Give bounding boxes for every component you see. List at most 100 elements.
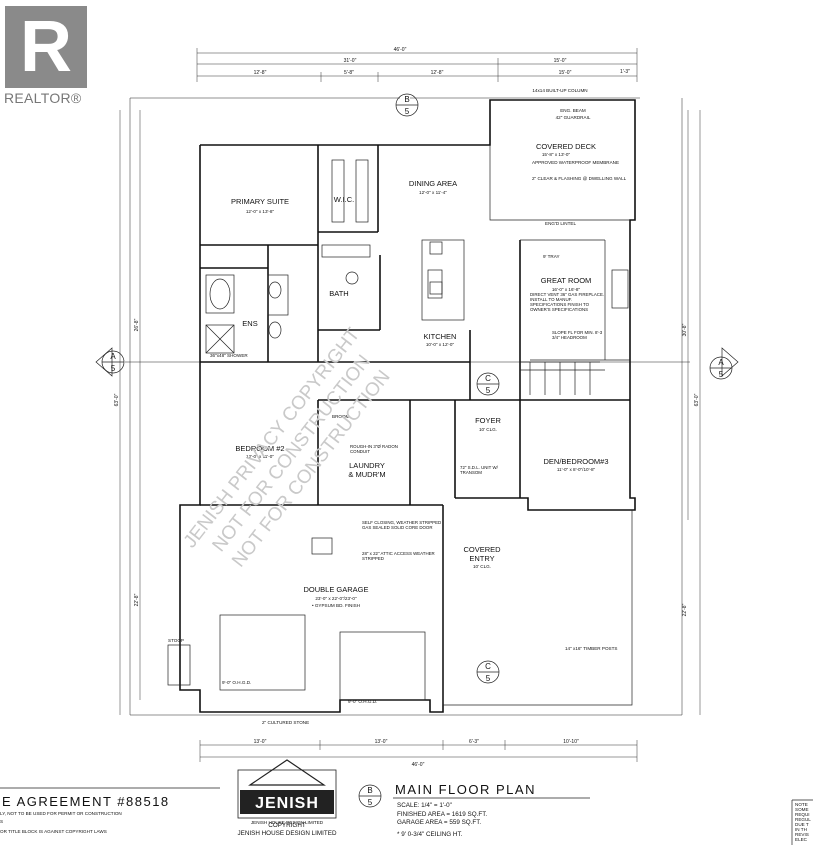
- realtor-logo-box: [5, 6, 87, 88]
- dim-overall-top: 46'-0": [394, 47, 407, 53]
- dim-right-lower: 22'-8": [682, 603, 688, 616]
- dim-bottom-d: 10'-10": [563, 739, 579, 745]
- section-marker-left: A 5: [95, 347, 125, 377]
- dim-seg4: 15'-0": [559, 70, 572, 76]
- covered-deck-label: COVERED DECK: [536, 142, 596, 151]
- stoop-icon: [167, 644, 191, 686]
- title-block: E AGREEMENT #88518 LY, NOT TO BE USED FO…: [0, 759, 813, 845]
- marker-lower-num: 5: [486, 674, 491, 683]
- laundry-sub-label: & MUDR'M: [348, 470, 385, 479]
- covered-entry-label: COVERED: [463, 545, 501, 554]
- tub-icon: [205, 274, 235, 314]
- fixtures: [167, 159, 629, 701]
- interior-walls: [200, 145, 630, 506]
- right-note-8: ELEC: [795, 837, 808, 842]
- copyright-label: COPYRIGHT: [268, 822, 306, 829]
- exterior-walls: [179, 99, 636, 713]
- section-marker-top: B 5: [395, 93, 419, 117]
- marker-title-letter: B: [367, 786, 372, 795]
- ceiling-height: * 9' 0-3/4" CEILING HT.: [397, 831, 463, 838]
- foyer-size: 10' CLG.: [479, 427, 497, 432]
- logo-company: JENISH HOUSE DESIGN LIMITED: [251, 820, 324, 825]
- plan-title: MAIN FLOOR PLAN: [395, 782, 536, 797]
- den-size: 11'-0" x 8'-0"/10'-8": [557, 467, 596, 472]
- dim-bottom-b: 13'-0": [375, 739, 388, 745]
- covered-entry-label-2: ENTRY: [469, 554, 494, 563]
- right-note-3: REQUI: [795, 812, 810, 817]
- garage-door-left-icon: [219, 614, 306, 691]
- den-label: DEN/BEDROOM#3: [543, 457, 608, 466]
- realtor-r-icon: R: [20, 7, 72, 87]
- dim-top-a: 31'-0": [344, 58, 357, 64]
- note-attic: 28" x 22" ATTIC ACCESS WEATHER STRIPPED: [362, 551, 435, 561]
- title-left-line-1: LY, NOT TO BE USED FOR PERMIT OR CONSTRU…: [0, 811, 122, 816]
- double-garage-finish: • GYPSUM BD. FINISH: [312, 603, 360, 608]
- jenish-logo: JENISH JENISH HOUSE DESIGN LIMITED: [237, 759, 337, 825]
- marker-title-num: 5: [368, 798, 373, 807]
- finished-area: FINISHED AREA = 1619 SQ.FT.: [397, 811, 487, 818]
- note-timber: 14" x16" TIMBER POSTS: [565, 646, 617, 651]
- double-garage-size: 23'-0" x 22'-0"/23'-0": [315, 596, 357, 601]
- plan-scale: SCALE: 1/4" = 1'-0": [397, 802, 452, 809]
- kitchen-island-icon: [421, 239, 465, 321]
- marker-left-letter: A: [110, 352, 116, 361]
- realtor-logo: R REALTOR®: [0, 0, 100, 112]
- garage-area: GARAGE AREA = 559 SQ.FT.: [397, 819, 481, 826]
- note-column: 14x14 BUILT-UP COLUMN: [532, 88, 587, 93]
- bathtub-icon: [321, 244, 371, 258]
- laundry-label: LAUNDRY: [349, 461, 385, 470]
- marker-top-letter: B: [404, 95, 409, 104]
- bath-sink-icon: [345, 271, 359, 285]
- top-dimensions: 46'-0" 31'-0" 15'-0" 1'-3" 12'-8" 5'-8" …: [196, 47, 638, 82]
- primary-suite-size: 12'-0" x 13'-8": [246, 209, 275, 214]
- dim-left-lower: 22'-8": [134, 593, 140, 606]
- kitchen-size: 10'-0" x 12'-0": [426, 342, 455, 347]
- note-membrane: APPROVED WATERPROOF MEMBRANE: [532, 160, 619, 165]
- fireplace-icon: [611, 269, 629, 309]
- bedroom2-size: 12'-0" x 11'-0": [246, 454, 274, 459]
- grid-lines: [125, 97, 690, 716]
- kitchen-label: KITCHEN: [424, 332, 457, 341]
- dim-bottom-c: 6'-3": [469, 739, 479, 745]
- note-sdl: 72" S.D.L. UNIT W/ TRANSOM: [460, 465, 498, 475]
- dim-top-c: 1'-3": [620, 69, 630, 75]
- section-marker-lower: C 5: [476, 660, 500, 684]
- covered-deck-size: 15'-8" x 13'-0": [542, 152, 571, 157]
- note-tray: 9' TRAY: [543, 254, 560, 259]
- note-ohgd-1: 9'-0" O.H.G.D.: [222, 680, 251, 685]
- marker-right-letter: A: [718, 358, 724, 367]
- bottom-dimensions: 13'-0" 13'-0" 6'-3" 10'-10" 46'-0": [199, 739, 638, 768]
- title-left-line-2: S: [0, 819, 3, 824]
- note-ohgd-2: 9'-0" O.H.G.D.: [348, 699, 377, 704]
- sink-icon: [268, 281, 282, 299]
- dim-overall-bottom: 46'-0": [412, 762, 425, 768]
- right-note-6: IN TH: [795, 827, 807, 832]
- left-dimensions: 63'-0" 26'-8" 22'-8": [114, 110, 141, 715]
- covered-entry-size: 10' CLG.: [473, 564, 491, 569]
- great-room-label: GREAT ROOM: [541, 276, 592, 285]
- dim-seg1: 12'-8": [254, 70, 267, 76]
- note-flashing: 2" CLEAR & FLASHING @ DWELLING WALL: [532, 176, 627, 181]
- room-labels: PRIMARY SUITE 12'-0" x 13'-8" W.I.C. DIN…: [231, 142, 609, 608]
- dim-right-upper: 30'-8": [682, 323, 688, 336]
- section-marker-title: B 5: [358, 784, 382, 808]
- dim-bottom-a: 13'-0": [254, 739, 267, 745]
- marker-mid-letter: C: [485, 374, 491, 383]
- note-shower: 36"x48" SHOWER: [210, 353, 248, 358]
- right-note-1: NOTE: [795, 802, 808, 807]
- company-name: JENISH HOUSE DESIGN LIMITED: [237, 830, 336, 837]
- right-dimensions: 63'-0" 30'-8" 22'-8": [682, 110, 701, 715]
- note-stoop: STOOP: [168, 638, 184, 643]
- dim-left-overall: 63'-0": [114, 393, 120, 406]
- section-marker-mid: C 5: [476, 372, 500, 396]
- note-broom: BROOM: [332, 414, 350, 419]
- note-stone: 2" CULTURED STONE: [262, 720, 309, 725]
- ens-label: ENS: [242, 319, 257, 328]
- bath-label: BATH: [329, 289, 348, 298]
- right-note-4: REGUL: [795, 817, 811, 822]
- right-notes: NOTE SOME REQUI REGUL DUE T IN TH REVIS …: [795, 802, 811, 842]
- primary-suite-label: PRIMARY SUITE: [231, 197, 289, 206]
- note-slope: SLOPE FL FOR MIN. 8'-3 3/4" HEADROOM: [552, 330, 603, 340]
- note-guardrail: 42" GUARDRAIL: [556, 115, 591, 120]
